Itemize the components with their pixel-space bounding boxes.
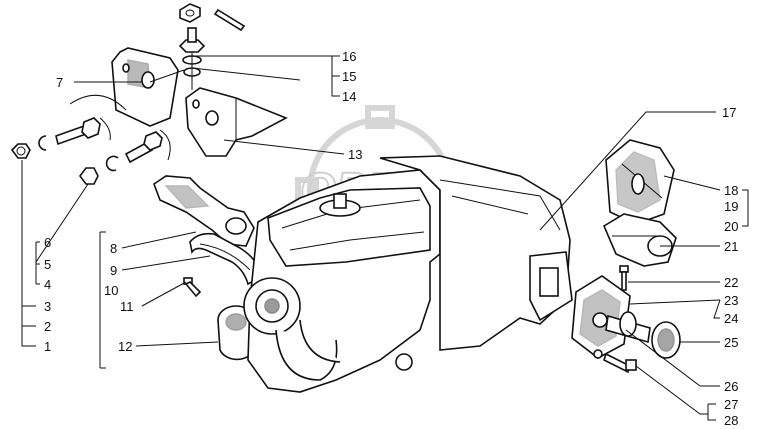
callout-5: 5 (44, 257, 51, 272)
callout-4: 4 (44, 277, 51, 292)
small-bolt (619, 265, 629, 291)
left-nut-upper (10, 143, 31, 159)
strap-clamp (189, 232, 260, 286)
callout-9: 9 (110, 263, 117, 278)
horizontal-bolt-upper (55, 117, 101, 146)
left-bracket (111, 47, 179, 127)
gearbox-housing (243, 155, 573, 393)
callout-19: 19 (724, 199, 738, 214)
callout-15: 15 (342, 69, 356, 84)
callout-labels: 1 2 3 4 5 6 7 8 9 10 11 12 13 14 15 16 1… (44, 49, 738, 428)
callout-26: 26 (724, 379, 738, 394)
callout-8: 8 (110, 241, 117, 256)
lower-bolt (593, 349, 637, 374)
cotter-pin (213, 8, 246, 32)
shaft-assembly (605, 311, 681, 359)
bracket-clamp (602, 213, 677, 267)
leader-lines (21, 55, 749, 421)
callout-6: 6 (44, 235, 51, 250)
callout-18: 18 (724, 183, 738, 198)
clamp-bolt (183, 277, 202, 298)
callout-2: 2 (44, 319, 51, 334)
callout-12: 12 (118, 339, 132, 354)
mounting-plate (571, 275, 631, 359)
callout-21: 21 (724, 239, 738, 254)
left-nut-lower (79, 167, 99, 185)
callout-27: 27 (724, 397, 738, 412)
callout-20: 20 (724, 219, 738, 234)
callout-7: 7 (56, 75, 63, 90)
top-nut (179, 3, 201, 23)
callout-1: 1 (44, 339, 51, 354)
horizontal-bolt-lower (124, 131, 163, 164)
vertical-bolt (178, 27, 206, 90)
support-arm (153, 175, 255, 247)
callout-14: 14 (342, 89, 356, 104)
right-bracket (185, 87, 288, 157)
callout-25: 25 (724, 335, 738, 350)
callout-28: 28 (724, 413, 738, 428)
callout-17: 17 (722, 105, 736, 120)
callout-23: 23 (724, 293, 738, 308)
callout-22: 22 (724, 275, 738, 290)
callout-10: 10 (104, 283, 118, 298)
split-washer-upper (38, 135, 47, 151)
callout-13: 13 (348, 147, 362, 162)
split-washer-lower (105, 155, 119, 172)
callout-3: 3 (44, 299, 51, 314)
callout-24: 24 (724, 311, 738, 326)
cover-plate (605, 139, 675, 225)
callout-16: 16 (342, 49, 356, 64)
callout-11: 11 (120, 299, 134, 314)
bearing-cup (217, 305, 255, 361)
